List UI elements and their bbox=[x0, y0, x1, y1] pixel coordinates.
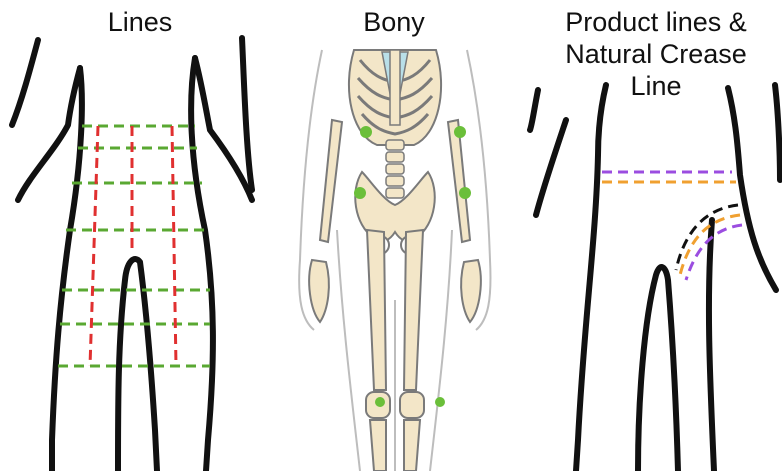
lines-panel: Lines bbox=[0, 0, 262, 471]
landmark-right-knee bbox=[435, 397, 445, 407]
body-outline bbox=[530, 85, 780, 471]
lines-body-diagram bbox=[0, 0, 262, 471]
body-outline bbox=[12, 38, 252, 471]
bony-panel: Bony bbox=[262, 0, 526, 471]
product-lines-panel: Product lines & Natural Crease Line bbox=[526, 0, 782, 471]
landmark-right-hip bbox=[459, 187, 471, 199]
skeleton-diagram bbox=[262, 0, 526, 471]
landmark-left-hip bbox=[354, 187, 366, 199]
landmark-left-rib bbox=[360, 126, 372, 138]
landmark-right-rib bbox=[454, 126, 466, 138]
vertical-lines bbox=[90, 126, 176, 366]
spine bbox=[386, 140, 404, 198]
landmark-left-knee bbox=[375, 397, 385, 407]
product-lines bbox=[602, 172, 742, 280]
crease-line-diagram bbox=[526, 0, 782, 471]
